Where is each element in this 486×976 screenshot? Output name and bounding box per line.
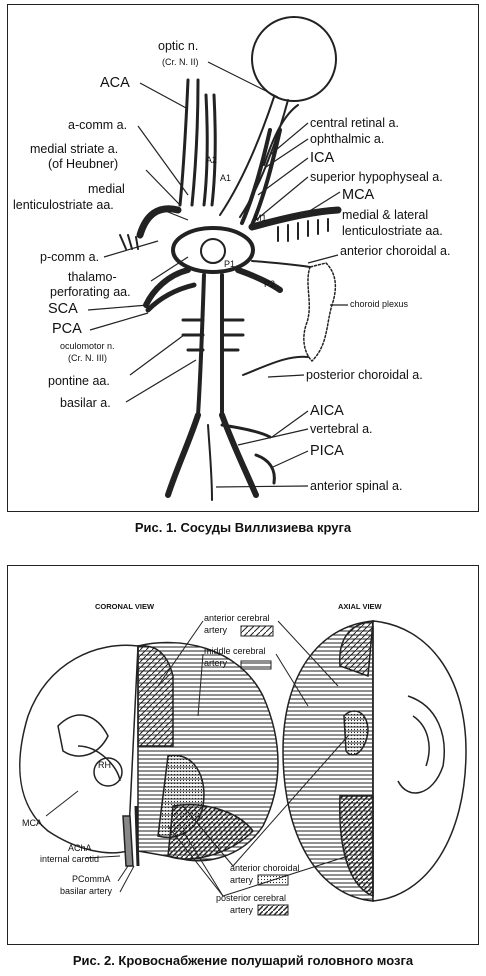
pontine-label: pontine aa. (48, 374, 110, 388)
pca-legend-label: posterior cerebral (216, 893, 286, 903)
aca-legend-swatch (240, 625, 274, 637)
aca-legend-label2: artery (204, 625, 228, 635)
rh-label: RH (98, 760, 111, 770)
ach-legend-label: anterior choroidal (230, 863, 300, 873)
a2-label: A2 (206, 155, 217, 165)
aica-label: AICA (310, 403, 344, 419)
vertebral-label: vertebral a. (310, 422, 373, 436)
pca-legend-label2: artery (230, 905, 254, 915)
figure-circle-of-willis: optic n. (Cr. N. II) ACA a-comm a. media… (7, 4, 479, 512)
choroid-plexus-shape (303, 262, 337, 363)
post-choroidal-label: posterior choroidal a. (306, 368, 423, 382)
a-comm-label: a-comm a. (68, 118, 127, 132)
aca-label: ACA (100, 75, 130, 91)
sup-hypophyseal-label: superior hypophyseal a. (310, 170, 443, 184)
figure-hemisphere-blood-supply: CORONAL VIEW AXIAL VIEW anterior cerebra… (7, 565, 479, 945)
ica-label: ICA (310, 150, 335, 166)
basilar-artery-label: basilar artery (60, 886, 113, 896)
mca-label: MCA (342, 187, 375, 203)
acha-label: AChA (68, 843, 92, 853)
p2-label: P2 (264, 279, 275, 289)
ant-spinal-label: anterior spinal a. (310, 479, 402, 493)
pcomma-label: PCommA (72, 874, 111, 884)
mca-legend-label: middle cerebral (204, 646, 266, 656)
ica-vessel (240, 128, 282, 227)
axial-view-label: AXIAL VIEW (338, 602, 383, 611)
lenticulostriate2-label: lenticulostriate aa. (342, 224, 443, 238)
aica-vessel (220, 423, 272, 439)
pca-vessel (143, 267, 283, 308)
mca-vessel-left (136, 205, 182, 239)
eyeball-shape (251, 16, 337, 102)
medial-striate-sublabel: (of Heubner) (48, 157, 118, 171)
p1-label: P1 (224, 259, 235, 269)
aca-vessel (178, 78, 200, 207)
m1-label: M1 (254, 213, 267, 223)
p-comm-label: p-comm a. (40, 250, 99, 264)
optic-nerve-sublabel: (Cr. N. II) (162, 57, 199, 67)
pica-vessel (254, 453, 276, 485)
mca-legend-label2: artery (204, 658, 228, 668)
oculomotor-label: oculomotor n. (60, 341, 115, 351)
post-choroidal-vessel (242, 355, 309, 376)
mca-label: MCA (22, 818, 42, 828)
mca-vessel-right (248, 206, 342, 231)
ach-legend-label2: artery (230, 875, 254, 885)
basilar-vessel (196, 273, 225, 417)
ophthalmic-vessel (263, 104, 299, 166)
ant-choroidal-label: anterior choroidal a. (340, 244, 450, 258)
medial-striate-label: medial striate a. (30, 142, 118, 156)
basilar-label: basilar a. (60, 396, 111, 410)
mca-legend-swatch (240, 660, 272, 670)
sca-label: SCA (48, 301, 78, 317)
pca-legend-swatch (257, 904, 289, 916)
axial-brain (282, 620, 467, 902)
medial-label: medial (88, 182, 125, 196)
lenticulostriate-label: lenticulostriate aa. (13, 198, 114, 212)
internal-carotid-label: internal carotid (40, 854, 99, 864)
oculomotor-sublabel: (Cr. N. III) (68, 353, 107, 363)
coronal-view-label: CORONAL VIEW (95, 602, 155, 611)
perforating-label: perforating aa. (50, 285, 131, 299)
central-retinal-label: central retinal a. (310, 116, 399, 130)
circle-of-willis-diagram: optic n. (Cr. N. II) ACA a-comm a. media… (13, 16, 450, 501)
coronal-brain (19, 641, 279, 867)
ant-choroidal-vessel (251, 260, 311, 268)
figure1-caption: Рис. 1. Сосуды Виллизиева круга (134, 520, 352, 535)
choroid-plexus-label: choroid plexus (350, 299, 409, 309)
a1-label: A1 (220, 173, 231, 183)
circle-of-willis-ring (171, 226, 255, 274)
optic-nerve-shape (219, 96, 289, 218)
ophthalmic-label: ophthalmic a. (310, 132, 384, 146)
figure2-caption: Рис. 2. Кровоснабжение полушарий головно… (72, 953, 414, 968)
hemisphere-diagram: CORONAL VIEW AXIAL VIEW anterior cerebra… (19, 602, 467, 916)
sca-vessel (145, 282, 197, 313)
medial-lateral-label: medial & lateral (342, 208, 428, 222)
pca-label: PCA (52, 321, 82, 337)
aca-legend-label: anterior cerebral (204, 613, 270, 623)
optic-nerve-label: optic n. (158, 39, 198, 53)
pica-label: PICA (310, 443, 344, 459)
thalamo-label: thalamo- (68, 270, 117, 284)
